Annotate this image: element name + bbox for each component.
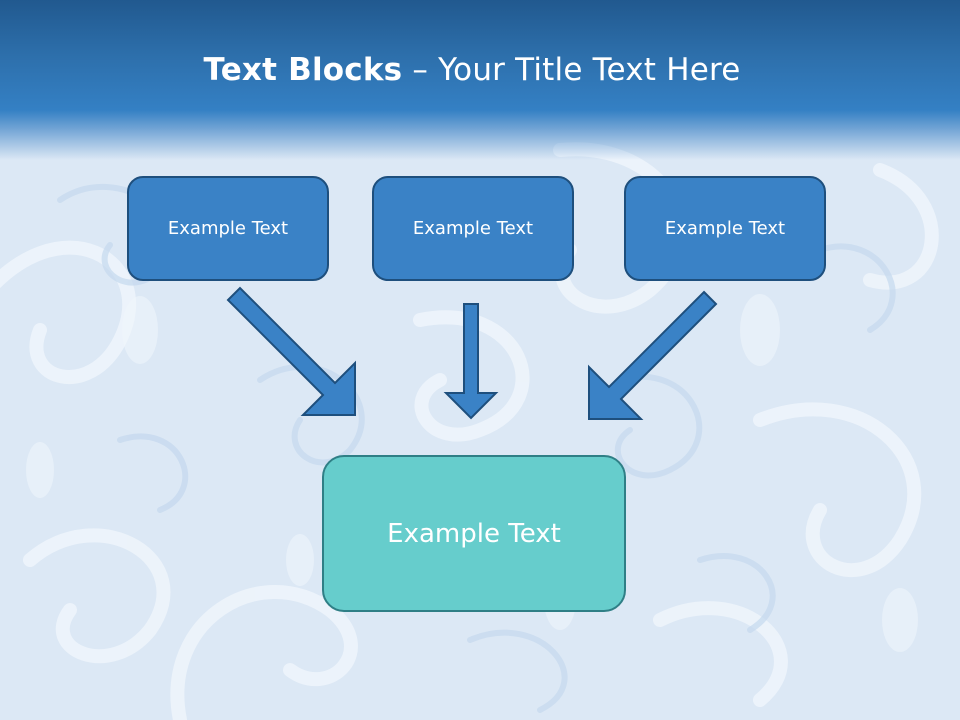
text-block-1[interactable]: Example Text [127, 176, 329, 281]
text-block-2[interactable]: Example Text [372, 176, 574, 281]
text-block-3-label: Example Text [664, 218, 786, 239]
result-text-block[interactable]: Example Text [322, 455, 626, 612]
text-block-2-label: Example Text [412, 218, 534, 239]
text-block-1-label: Example Text [167, 218, 289, 239]
slide-title: Text Blocks – Your Title Text Here [0, 52, 944, 88]
text-block-3[interactable]: Example Text [624, 176, 826, 281]
slide-title-rest: – Your Title Text Here [402, 52, 741, 88]
result-text-block-label: Example Text [387, 518, 561, 549]
title-bar [0, 0, 960, 160]
slide-title-bold: Text Blocks [203, 52, 403, 88]
